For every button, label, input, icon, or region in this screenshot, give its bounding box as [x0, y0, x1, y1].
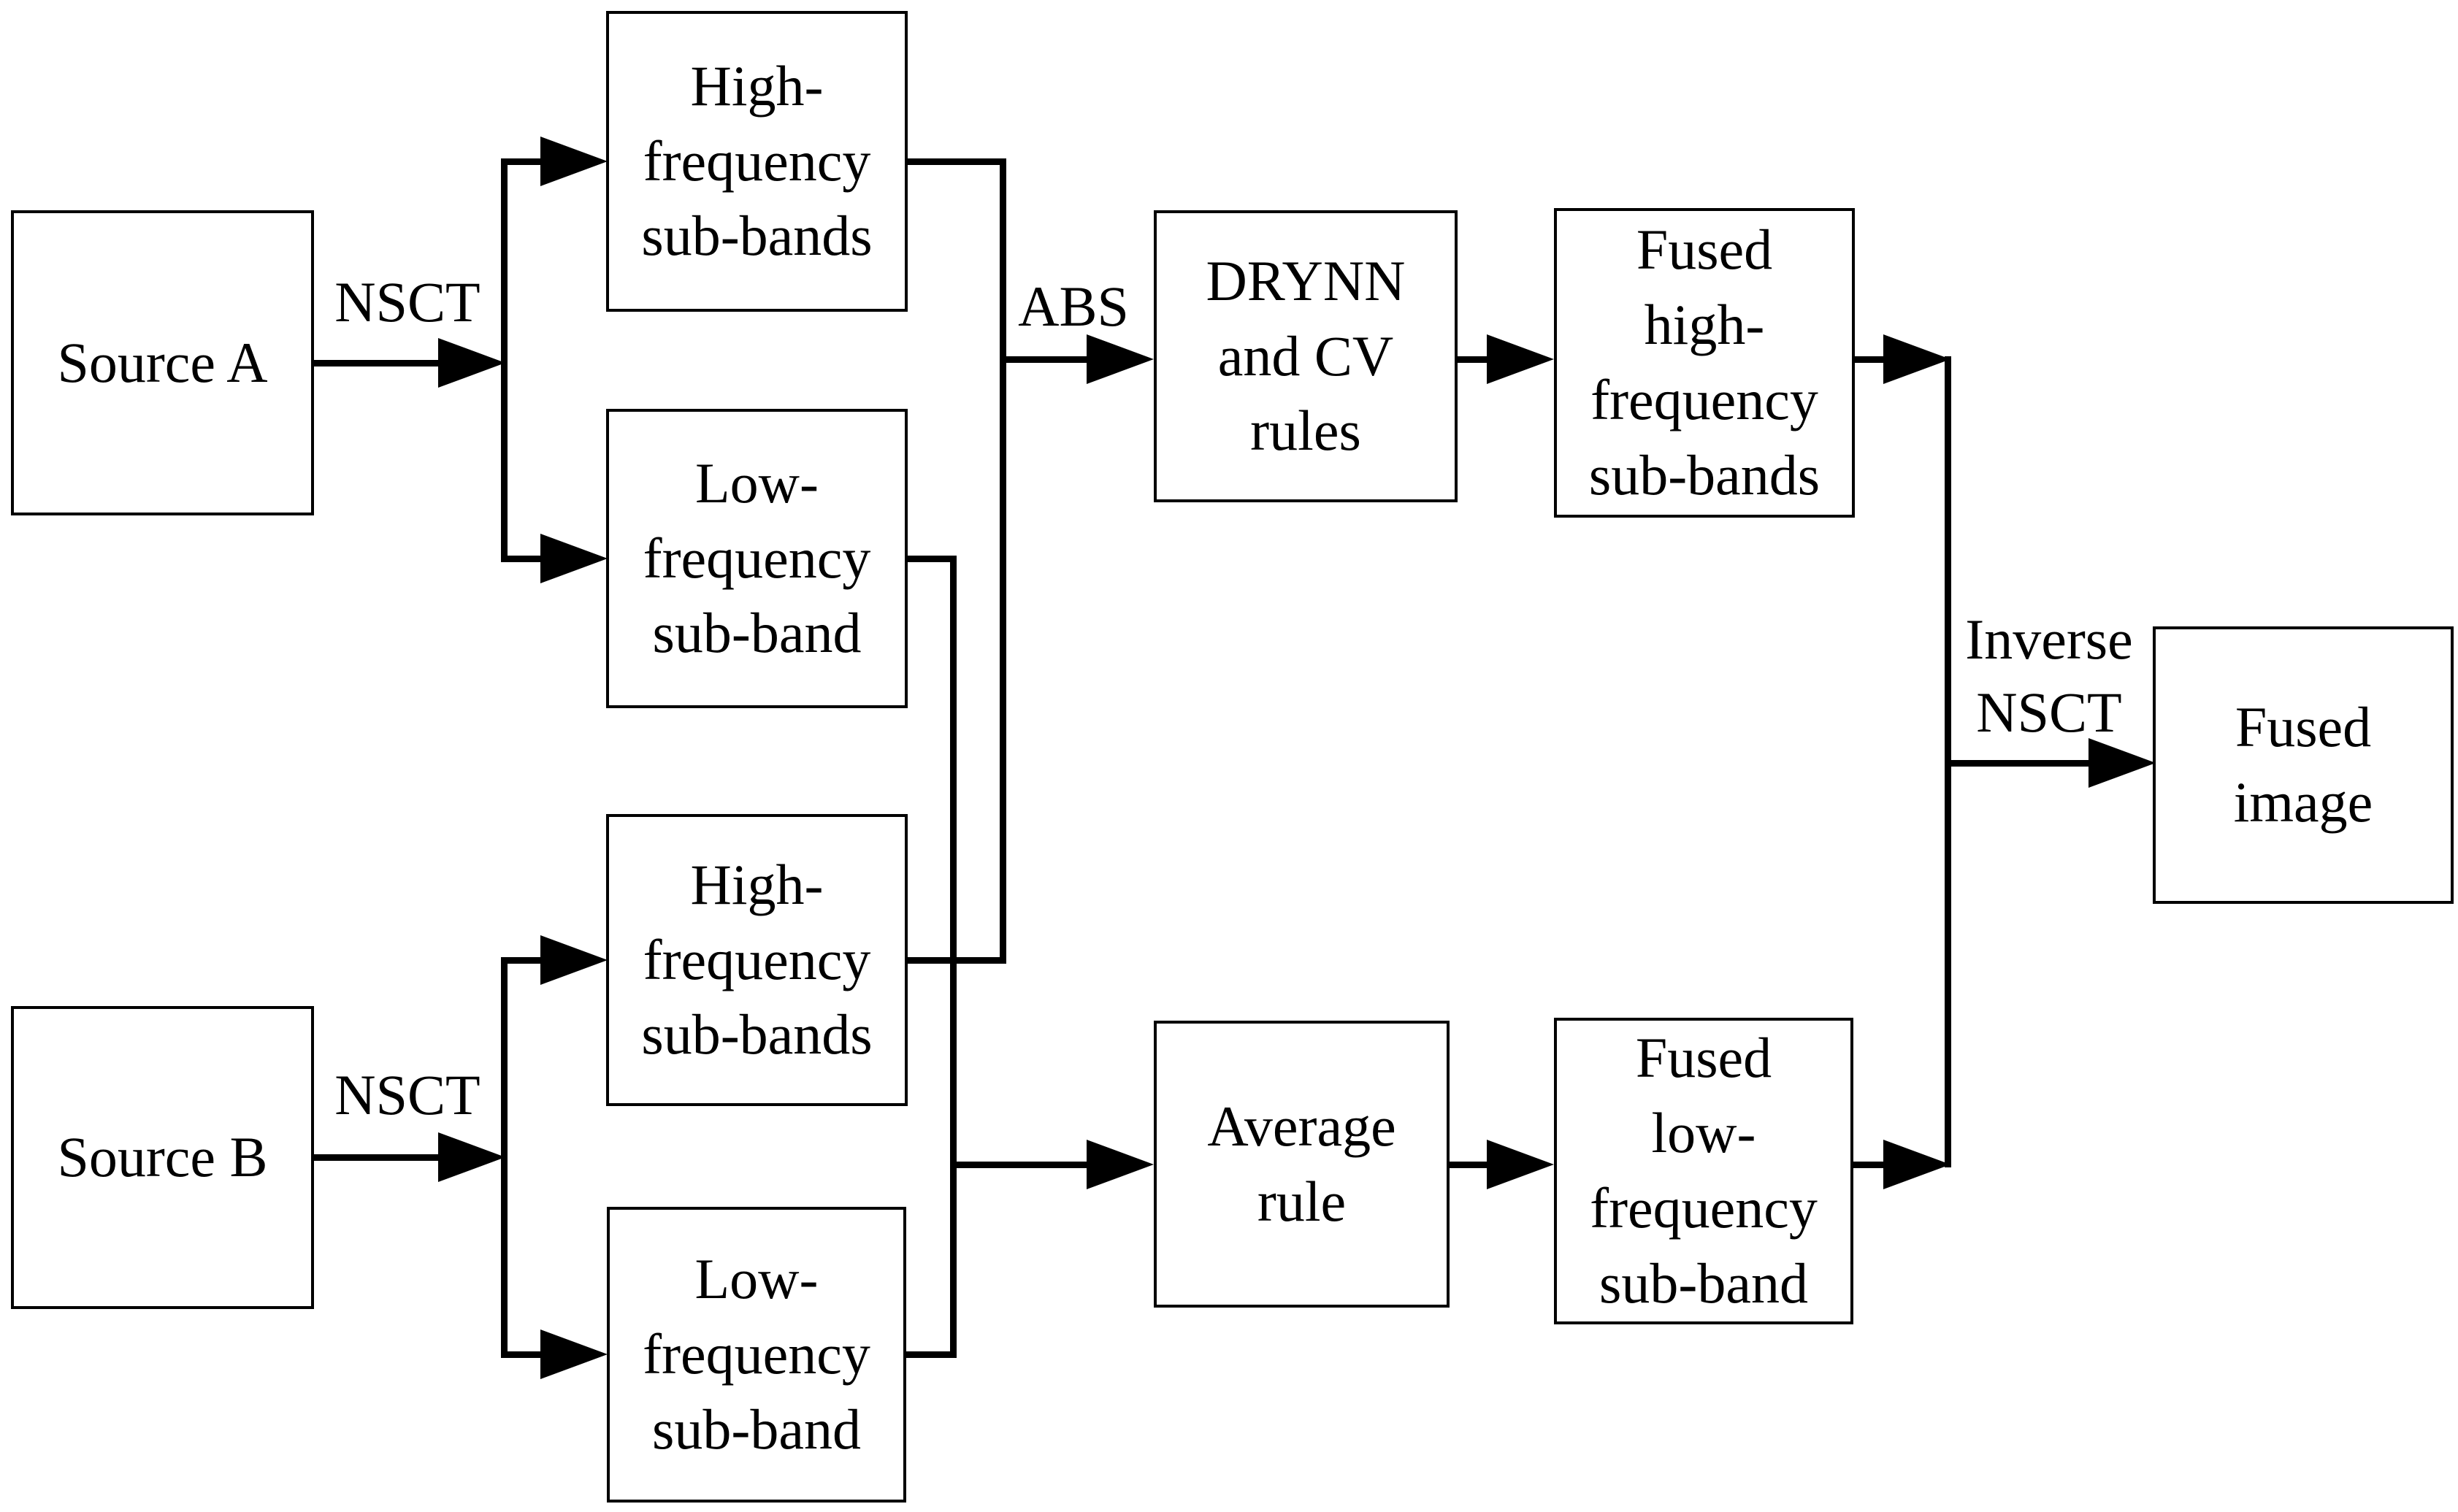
label-inverse-nsct: Inverse NSCT: [1965, 607, 2133, 744]
connector-high-freq-a-out: [908, 158, 1006, 165]
arrowhead-to-high-freq-b: [540, 935, 608, 985]
arrowhead-abs-to-drynn: [1087, 334, 1154, 384]
arrowhead-to-fused-high: [1487, 334, 1554, 384]
label-nsct-a: NSCT: [334, 270, 481, 334]
connector-low-freq-merge: [950, 556, 957, 1358]
arrowhead-to-high-freq-a: [540, 137, 608, 186]
arrowhead-to-fused-image: [2088, 738, 2156, 788]
label-abs: ABS: [1018, 275, 1129, 339]
arrowhead-to-average-rule: [1087, 1140, 1154, 1189]
arrowhead-fused-low-join: [1883, 1140, 1950, 1189]
box-low-freq-sub-band-a: Low- frequency sub-band: [606, 409, 908, 708]
connector-to-low-freq-a: [501, 556, 545, 562]
connector-low-freq-a-out: [908, 556, 957, 562]
arrowhead-source-a-nsct: [438, 338, 505, 388]
connector-to-low-freq-b: [501, 1351, 545, 1358]
connector-high-freq-b-out: [908, 957, 1006, 964]
connector-branch-b: [501, 957, 508, 1357]
box-source-a: Source A: [11, 210, 314, 515]
box-fused-high-freq-sub-bands: Fused high- frequency sub-bands: [1554, 208, 1855, 518]
connector-source-b-out: [314, 1154, 442, 1161]
connector-low-freq-b-out: [906, 1351, 957, 1358]
box-source-b: Source B: [11, 1006, 314, 1309]
connector-inverse-nsct-arrow: [1945, 760, 2097, 767]
arrowhead-to-low-freq-a: [540, 534, 608, 583]
box-fused-image: Fused image: [2153, 626, 2454, 904]
connector-source-a-out: [314, 360, 442, 367]
connector-average-arrow: [950, 1162, 1095, 1168]
box-high-freq-sub-bands-a: High- frequency sub-bands: [606, 11, 908, 312]
connector-high-freq-merge: [1000, 158, 1006, 964]
arrowhead-to-fused-low: [1487, 1140, 1554, 1189]
box-fused-low-freq-sub-band: Fused low- frequency sub-band: [1554, 1018, 1853, 1324]
connector-fused-high-out: [1855, 356, 1890, 363]
arrowhead-to-low-freq-b: [540, 1329, 608, 1379]
box-drynn-cv-rules: DRYNN and CV rules: [1154, 210, 1458, 502]
box-average-rule: Average rule: [1154, 1021, 1450, 1308]
connector-fused-low-out: [1853, 1162, 1890, 1168]
connector-abs-arrow: [1000, 356, 1095, 363]
connector-to-high-freq-a: [501, 158, 545, 165]
connector-average-out: [1450, 1162, 1493, 1168]
connector-drynn-out: [1458, 356, 1494, 363]
connector-to-high-freq-b: [501, 957, 545, 964]
arrowhead-fused-high-join: [1883, 334, 1950, 384]
connector-branch-a: [501, 158, 508, 561]
arrowhead-source-b-nsct: [438, 1132, 505, 1182]
label-nsct-b: NSCT: [334, 1063, 481, 1127]
box-low-freq-sub-band-b: Low- frequency sub-band: [607, 1207, 906, 1503]
box-high-freq-sub-bands-b: High- frequency sub-bands: [606, 814, 908, 1106]
